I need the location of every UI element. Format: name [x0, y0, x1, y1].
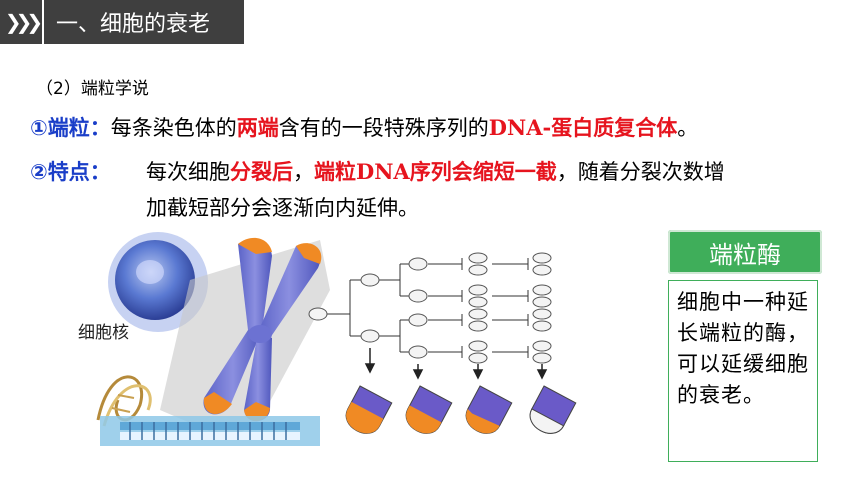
point1-text-c: 含有的一段特殊序列的 [278, 116, 489, 140]
telomerase-title: 端粒酶 [668, 230, 822, 274]
dna-helix-icon [96, 375, 320, 446]
point1-label: ①端粒： [30, 116, 111, 140]
cell-icons [308, 252, 552, 364]
section-header: ❯❯❯ 一、细胞的衰老 [0, 0, 244, 44]
chevrons-icon: ❯❯❯ [0, 0, 44, 44]
section-title: 一、细胞的衰老 [56, 12, 211, 37]
point1-text-a: 每条染色体的 [110, 116, 237, 140]
point-telomere: ①端粒：每条染色体的两端含有的一段特殊序列的DNA-蛋白质复合体。 [30, 112, 698, 142]
point-feature-label: ②特点： [30, 156, 111, 186]
point2-text-d: 端粒DNA序列会缩短一截 [314, 159, 557, 184]
point2-text-e: ，随着分裂次数增 [556, 160, 725, 184]
point1-text-b: 两端 [236, 116, 279, 140]
point-feature-line1: 每次细胞分裂后，端粒DNA序列会缩短一截，随着分裂次数增 [146, 156, 725, 186]
nucleus-label: 细胞核 [78, 323, 129, 343]
point1-text-d: DNA-蛋白质复合体 [488, 115, 678, 140]
point2-text-c: ， [293, 160, 314, 184]
arrow-icons [364, 348, 548, 380]
telomerase-description: 细胞中一种延长端粒的酶，可以延缓细胞的衰老。 [668, 280, 818, 462]
point2-text-b: 分裂后 [230, 160, 293, 184]
point1-text-e: 。 [677, 116, 699, 140]
point-feature-line2: 加截短部分会逐渐向内延伸。 [146, 196, 419, 220]
subheading: （2）端粒学说 [36, 79, 149, 99]
point2-text-a: 每次细胞 [146, 160, 230, 184]
point2-label: ②特点： [30, 160, 111, 184]
chromosome-icon [203, 237, 322, 422]
nucleus-icon [108, 232, 208, 332]
chromosome-end-icons [345, 385, 577, 434]
cell-division-tree [326, 258, 529, 358]
telomere-diagram [96, 232, 577, 446]
